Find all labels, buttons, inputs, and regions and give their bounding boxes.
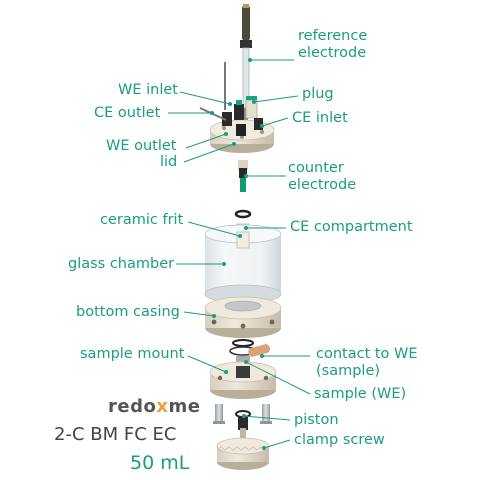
sample-mount-part: [209, 361, 277, 399]
label-sample-mount: sample mount: [80, 346, 185, 362]
label-we-inlet: WE inlet: [118, 82, 178, 98]
label-clamp-screw: clamp screw: [294, 432, 385, 448]
brand-prefix: redo: [108, 396, 157, 417]
label-plug: plug: [302, 86, 334, 102]
bottom-casing-part: [204, 296, 282, 338]
label-piston: piston: [294, 412, 339, 428]
model-name: 2-C BM FC EC: [54, 424, 177, 445]
label-ce-outlet: CE outlet: [94, 105, 161, 121]
brand-logo: redoxme: [108, 396, 200, 417]
label-contact-to-we-line2: (sample): [316, 363, 381, 379]
label-counter-electrode: counter electrode: [288, 160, 356, 194]
label-counter-electrode-line2: electrode: [288, 177, 357, 193]
label-ce-compartment: CE compartment: [290, 219, 413, 235]
leader-lines: [168, 58, 311, 450]
brand-suffix: me: [168, 396, 201, 417]
label-lid: lid: [160, 154, 178, 170]
clamp-screw-part: [216, 428, 270, 470]
label-reference-electrode: reference electrode: [298, 28, 367, 62]
label-reference-electrode-line2: electrode: [298, 45, 367, 61]
label-contact-to-we: contact to WE (sample): [316, 346, 418, 380]
label-ceramic-frit: ceramic frit: [100, 212, 184, 228]
label-contact-to-we-line1: contact to WE: [316, 346, 418, 362]
label-bottom-casing: bottom casing: [76, 304, 180, 320]
label-reference-electrode-line1: reference: [298, 28, 368, 44]
volume-label: 50 mL: [130, 452, 190, 474]
brand-mark: x: [156, 396, 169, 417]
label-glass-chamber: glass chamber: [68, 256, 175, 272]
contact-and-sample-part: [229, 339, 271, 364]
label-sample-we: sample (WE): [314, 386, 407, 402]
label-counter-electrode-line1: counter: [288, 160, 344, 176]
label-we-outlet: WE outlet: [106, 138, 177, 154]
counter-electrode-part: [234, 160, 252, 219]
label-ce-inlet: CE inlet: [292, 110, 348, 126]
